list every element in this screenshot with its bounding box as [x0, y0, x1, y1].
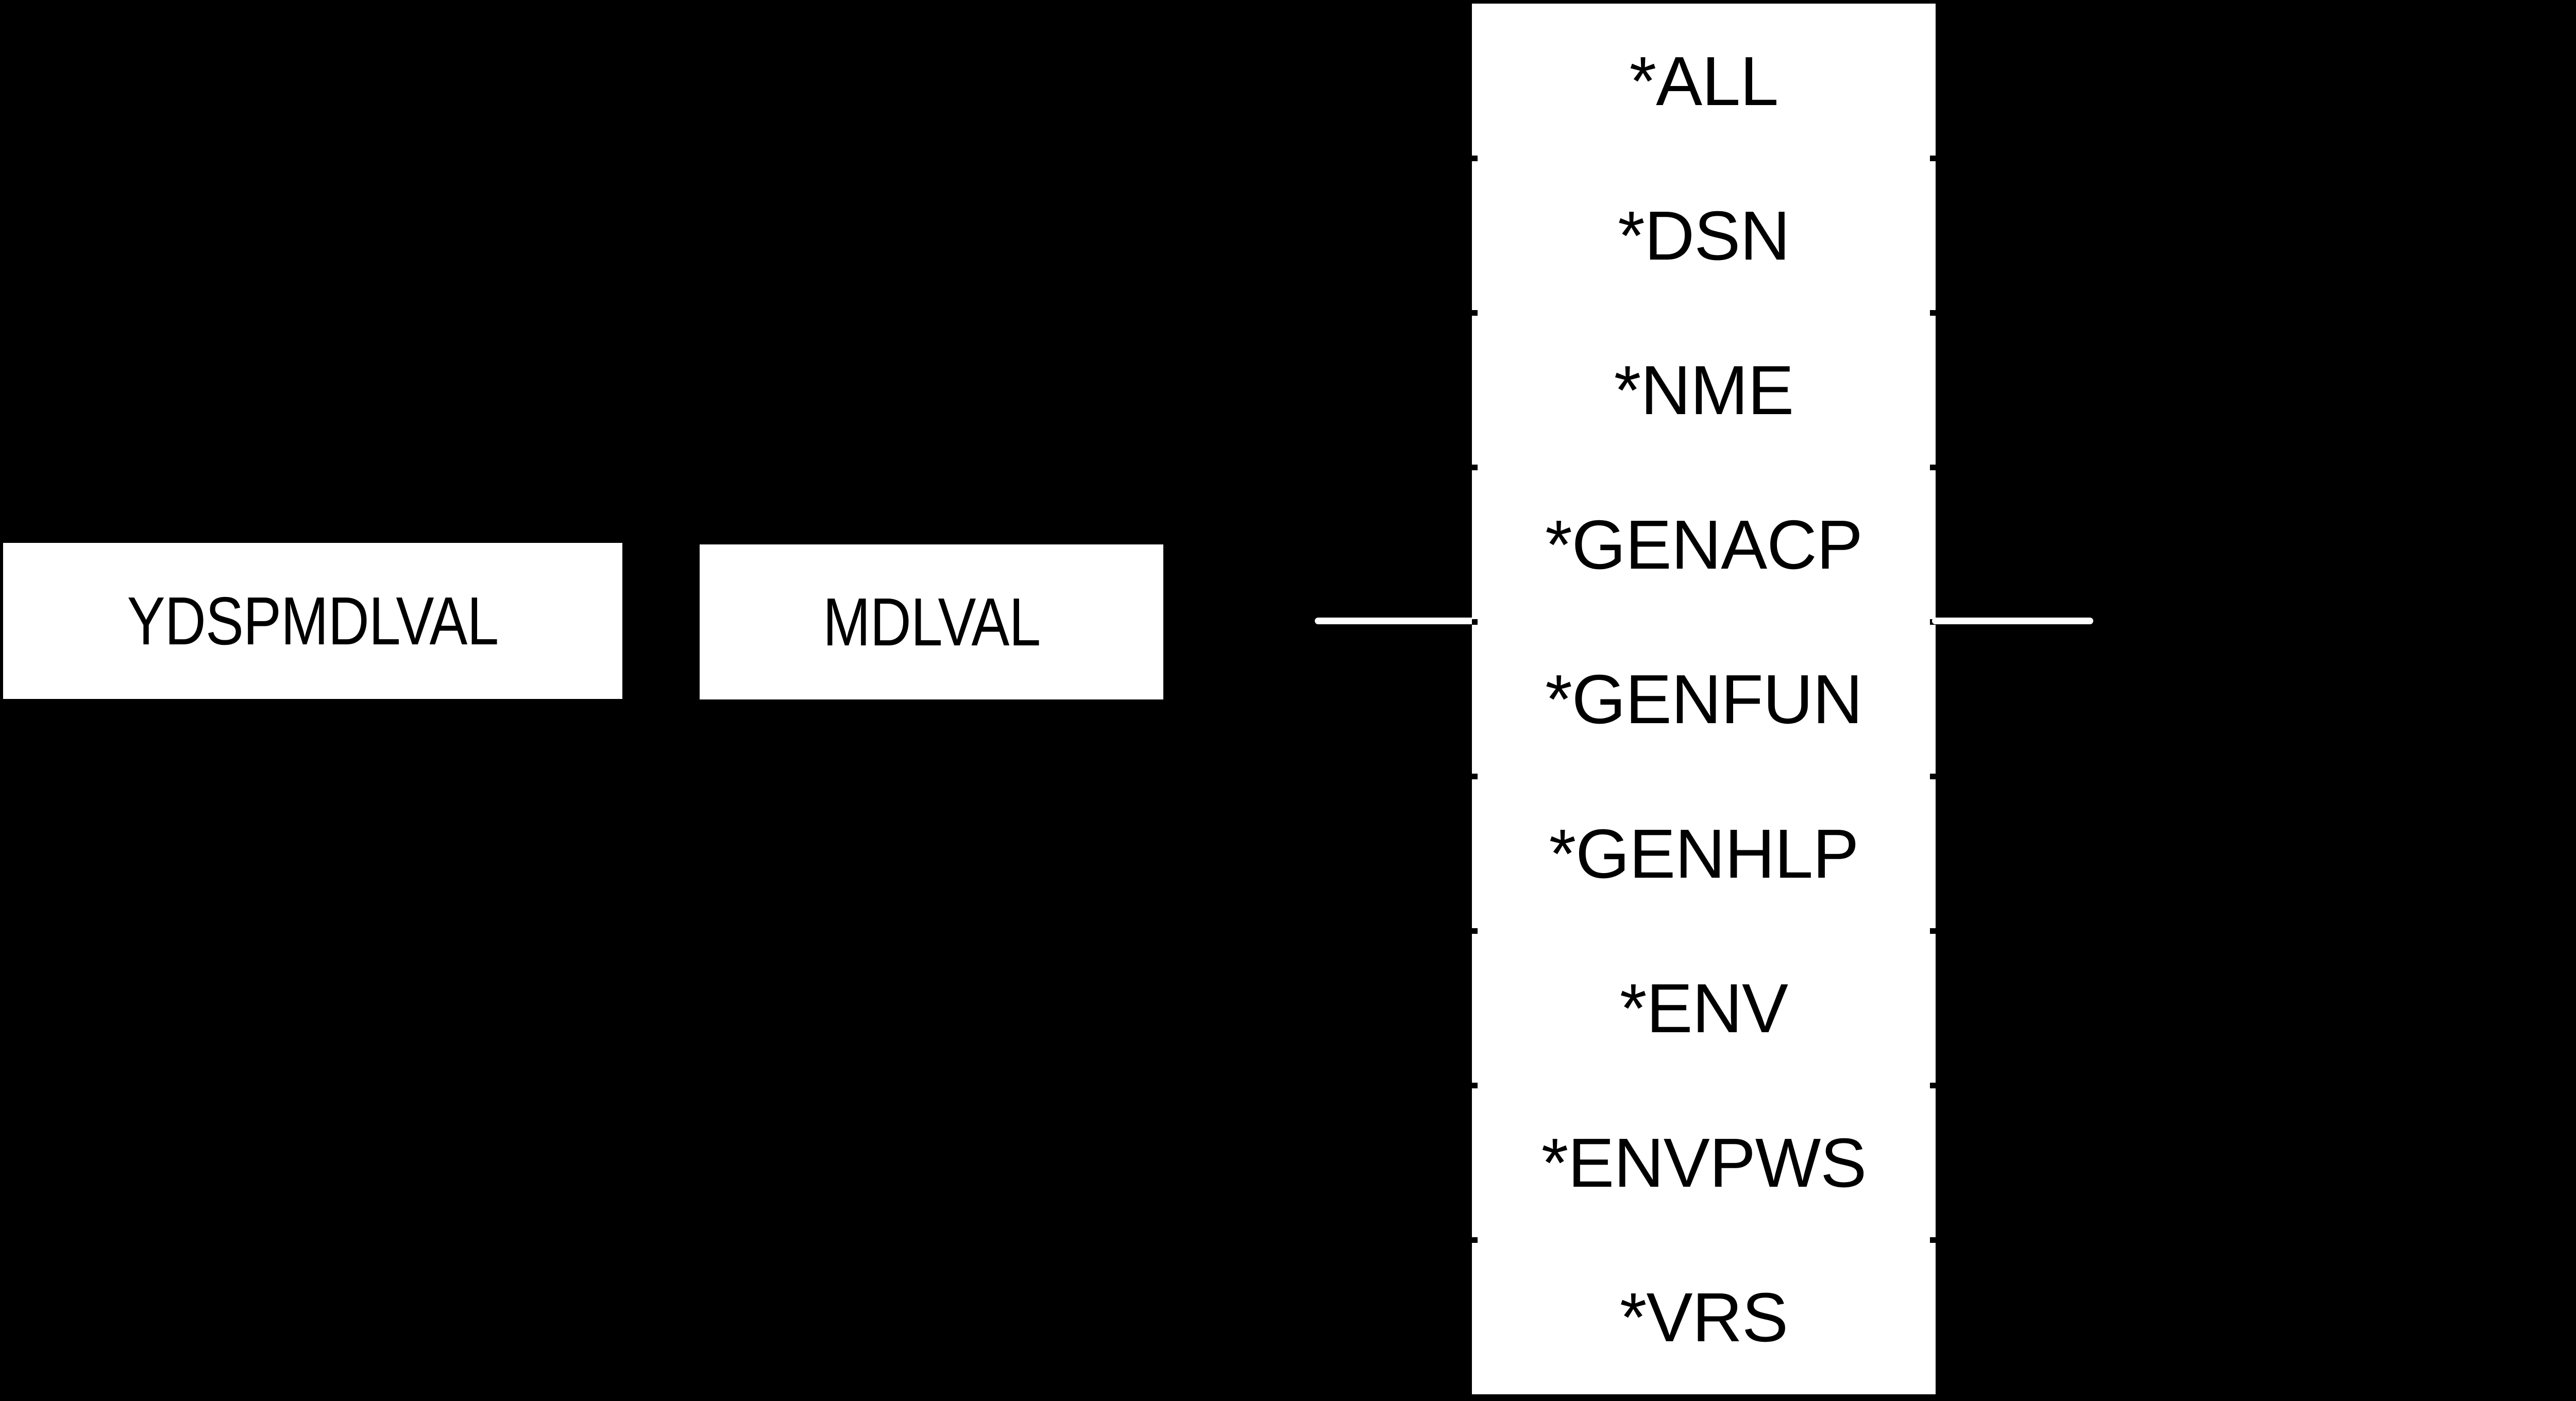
option-label-nme: *NME: [1614, 351, 1794, 429]
option-label-genfun: *GENFUN: [1545, 660, 1863, 738]
option-row-genhlp[interactable]: *GENHLP: [1472, 774, 1936, 931]
connector-line-right: [1932, 618, 2093, 624]
command-node-ydspmdlval[interactable]: YDSPMDLVAL: [3, 543, 622, 699]
option-row-genfun[interactable]: *GENFUN: [1472, 619, 1936, 776]
option-label-genacp: *GENACP: [1545, 505, 1863, 584]
option-row-dsn[interactable]: *DSN: [1472, 156, 1936, 313]
option-row-genacp[interactable]: *GENACP: [1472, 465, 1936, 622]
command-node-label: YDSPMDLVAL: [127, 583, 499, 659]
option-label-genhlp: *GENHLP: [1549, 814, 1859, 893]
option-label-all: *ALL: [1629, 42, 1779, 120]
option-row-vrs[interactable]: *VRS: [1472, 1237, 1936, 1394]
option-label-env: *ENV: [1619, 969, 1788, 1047]
option-row-nme[interactable]: *NME: [1472, 310, 1936, 467]
parameter-node-label: MDLVAL: [822, 584, 1041, 660]
options-panel: *ALL *DSN *NME *GENACP *GENFUN *GENHLP *…: [1472, 4, 1936, 1394]
connector-line-left: [1315, 618, 1476, 624]
option-row-env[interactable]: *ENV: [1472, 928, 1936, 1085]
option-row-all[interactable]: *ALL: [1472, 4, 1936, 158]
option-label-vrs: *VRS: [1619, 1278, 1788, 1356]
parameter-node-mdlval[interactable]: MDLVAL: [700, 544, 1163, 699]
option-row-envpws[interactable]: *ENVPWS: [1472, 1083, 1936, 1240]
option-label-dsn: *DSN: [1618, 196, 1790, 275]
option-label-envpws: *ENVPWS: [1541, 1123, 1867, 1202]
